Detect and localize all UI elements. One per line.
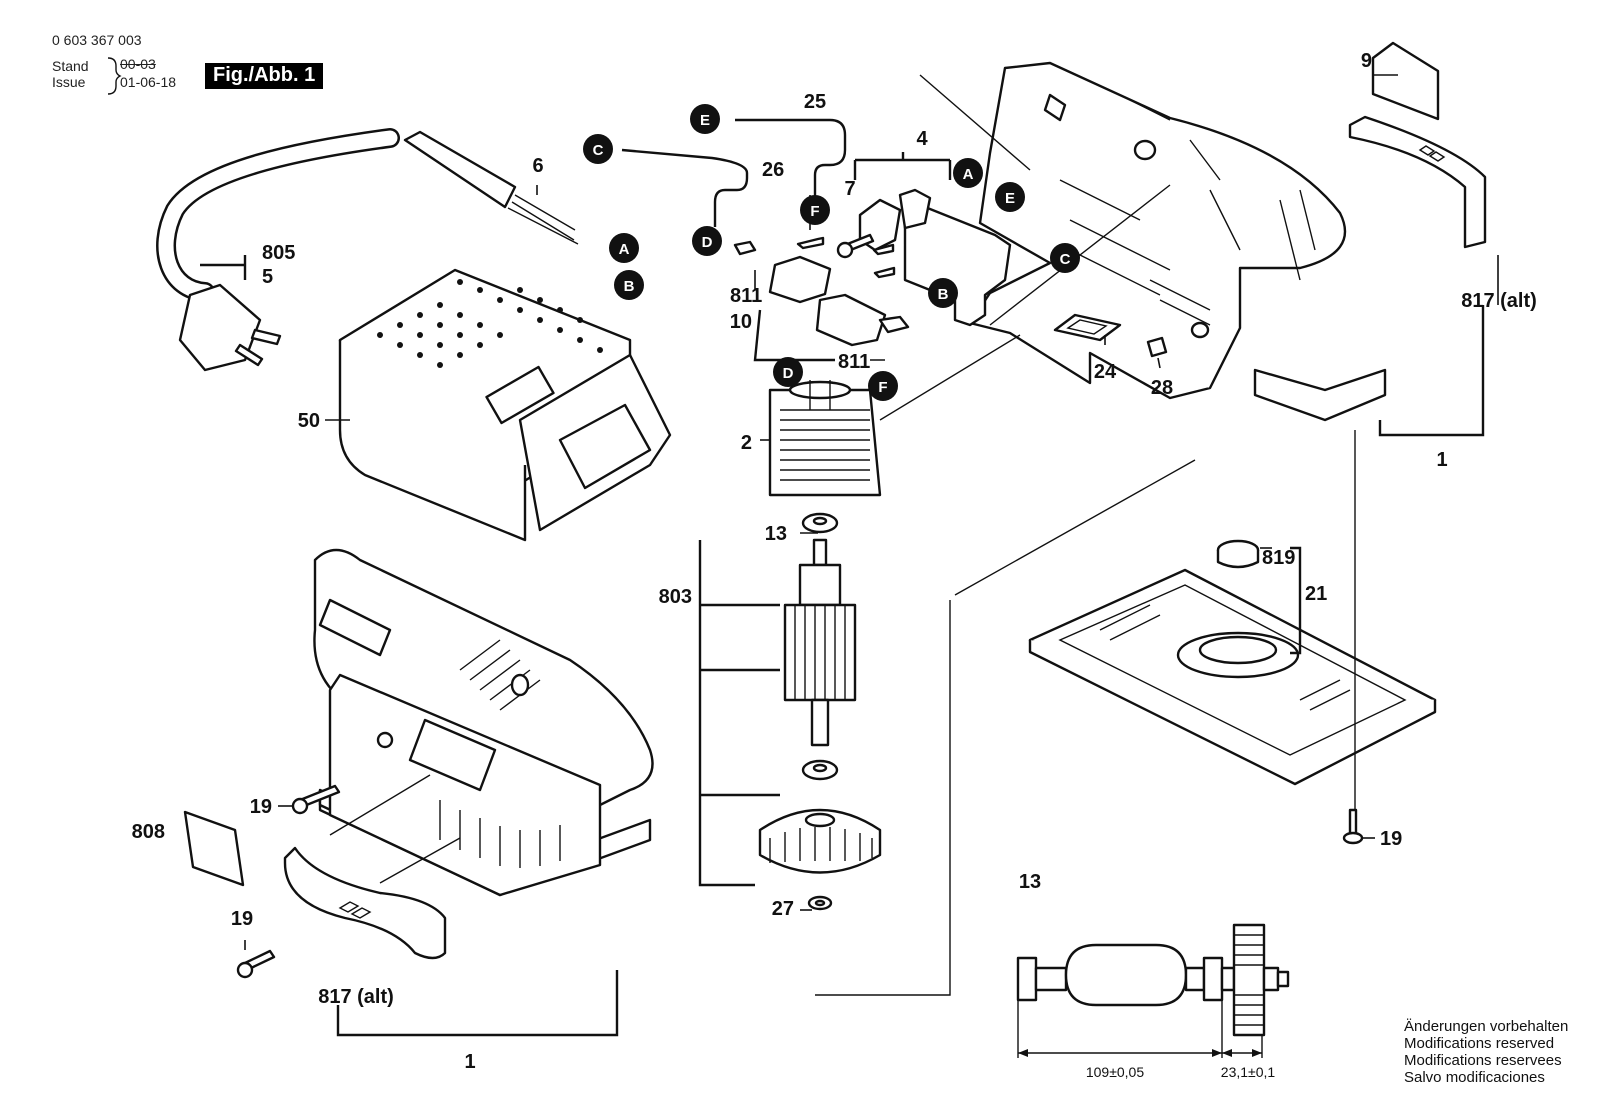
filter-grid-dots: [377, 279, 603, 368]
modification-notes: Änderungen vorbehalten Modifications res…: [1404, 1018, 1568, 1086]
wire-marker-B2: B: [928, 278, 958, 308]
part-24-grommet: [1053, 313, 1122, 342]
svg-text:F: F: [810, 203, 819, 220]
assembled-sander: [313, 548, 654, 897]
cover-plate-817-upper: [1348, 115, 1487, 249]
motor-housing: [968, 61, 1387, 422]
callout-817-lower: 817 (alt): [318, 986, 394, 1008]
callout-19-left-upper: 19: [250, 796, 272, 818]
callout-1-lower: 1: [464, 1051, 475, 1073]
cover-plate-817-lower: [283, 846, 447, 960]
callout-811-lower: 811: [838, 351, 870, 373]
wire-marker-B1: B: [614, 270, 644, 300]
base-plate: [1028, 539, 1437, 786]
callout-25: 25: [804, 91, 826, 113]
power-cord: [156, 128, 579, 372]
figure-label: Fig./Abb. 1: [205, 63, 324, 89]
label-plate-808: [183, 810, 245, 887]
callout-50: 50: [298, 410, 320, 432]
svg-text:C: C: [593, 142, 604, 159]
stand-label: Stand: [52, 58, 89, 74]
switch-assembly: [733, 188, 1012, 347]
callout-10: 10: [730, 311, 752, 333]
svg-text:C: C: [1060, 251, 1071, 268]
stand-old-date: 00-03: [120, 56, 156, 72]
callout-819: 819: [1262, 547, 1295, 569]
note-de: Änderungen vorbehalten: [1404, 1018, 1569, 1035]
callout-26: 26: [762, 159, 784, 181]
callout-19-left-lower: 19: [231, 908, 253, 930]
screw-7: [836, 233, 875, 259]
svg-text:E: E: [1005, 190, 1015, 207]
callout-13-lower: 13: [1019, 871, 1041, 893]
issue-date: 01-06-18: [120, 74, 177, 90]
callout-4: 4: [916, 128, 928, 150]
issue-label: Issue: [52, 74, 86, 90]
svg-text:B: B: [624, 278, 635, 295]
svg-text:B: B: [938, 286, 949, 303]
stator: [768, 380, 882, 497]
svg-text:E: E: [700, 112, 710, 129]
wire-marker-A2: A: [953, 158, 983, 188]
wire-26: [621, 148, 749, 227]
wire-marker-C1: C: [583, 134, 613, 164]
armature-dimension-drawing: [1016, 923, 1290, 1058]
callout-1-upper: 1: [1436, 449, 1447, 471]
callout-803: 803: [659, 586, 692, 608]
callout-6: 6: [532, 155, 543, 177]
wire-marker-F2: F: [868, 371, 898, 401]
wire-marker-D1: D: [692, 226, 722, 256]
svg-text:D: D: [783, 365, 794, 382]
callout-24: 24: [1094, 361, 1117, 383]
callout-9: 9: [1361, 50, 1372, 72]
note-es: Salvo modificaciones: [1404, 1069, 1545, 1086]
screw-19-right: [1342, 808, 1364, 845]
callout-13-upper: 13: [765, 523, 787, 545]
wire-marker-C2: C: [1050, 243, 1080, 273]
dimension-armature-length: 109±0,05: [1086, 1064, 1145, 1080]
wire-marker-F1: F: [800, 195, 830, 225]
callout-27: 27: [772, 898, 794, 920]
wire-marker-D2: D: [773, 357, 803, 387]
callout-817-upper: 817 (alt): [1461, 290, 1537, 312]
note-en: Modifications reserved: [1404, 1035, 1555, 1052]
svg-text:A: A: [963, 166, 974, 183]
wire-marker-A1: A: [609, 233, 639, 263]
rating-plate-9: [1371, 41, 1440, 121]
callout-805: 805: [262, 242, 295, 264]
part-number: 0 603 367 003: [52, 32, 142, 48]
dust-box: [338, 268, 672, 542]
svg-text:A: A: [619, 241, 630, 258]
wire-marker-E1: E: [690, 104, 720, 134]
svg-text:D: D: [702, 234, 713, 251]
svg-text:F: F: [878, 379, 887, 396]
leader-lines: [200, 74, 1499, 1037]
callout-19-right: 19: [1380, 828, 1402, 850]
callout-21: 21: [1305, 583, 1327, 605]
header-brace: [107, 57, 122, 95]
wire-marker-E2: E: [995, 182, 1025, 212]
callout-2: 2: [741, 432, 752, 454]
callout-811-upper: 811: [730, 285, 762, 307]
dimension-fan-offset: 23,1±0,1: [1221, 1064, 1276, 1080]
callout-7: 7: [844, 178, 855, 200]
callout-28: 28: [1151, 377, 1173, 399]
fan: [758, 808, 882, 874]
note-fr: Modifications reservees: [1404, 1052, 1562, 1069]
wire-25: [735, 118, 847, 200]
callout-808: 808: [132, 821, 165, 843]
callout-5: 5: [262, 266, 273, 288]
part-28-bush: [1146, 336, 1168, 358]
screw-19-left-lower: [236, 949, 276, 979]
armature: [758, 512, 882, 911]
